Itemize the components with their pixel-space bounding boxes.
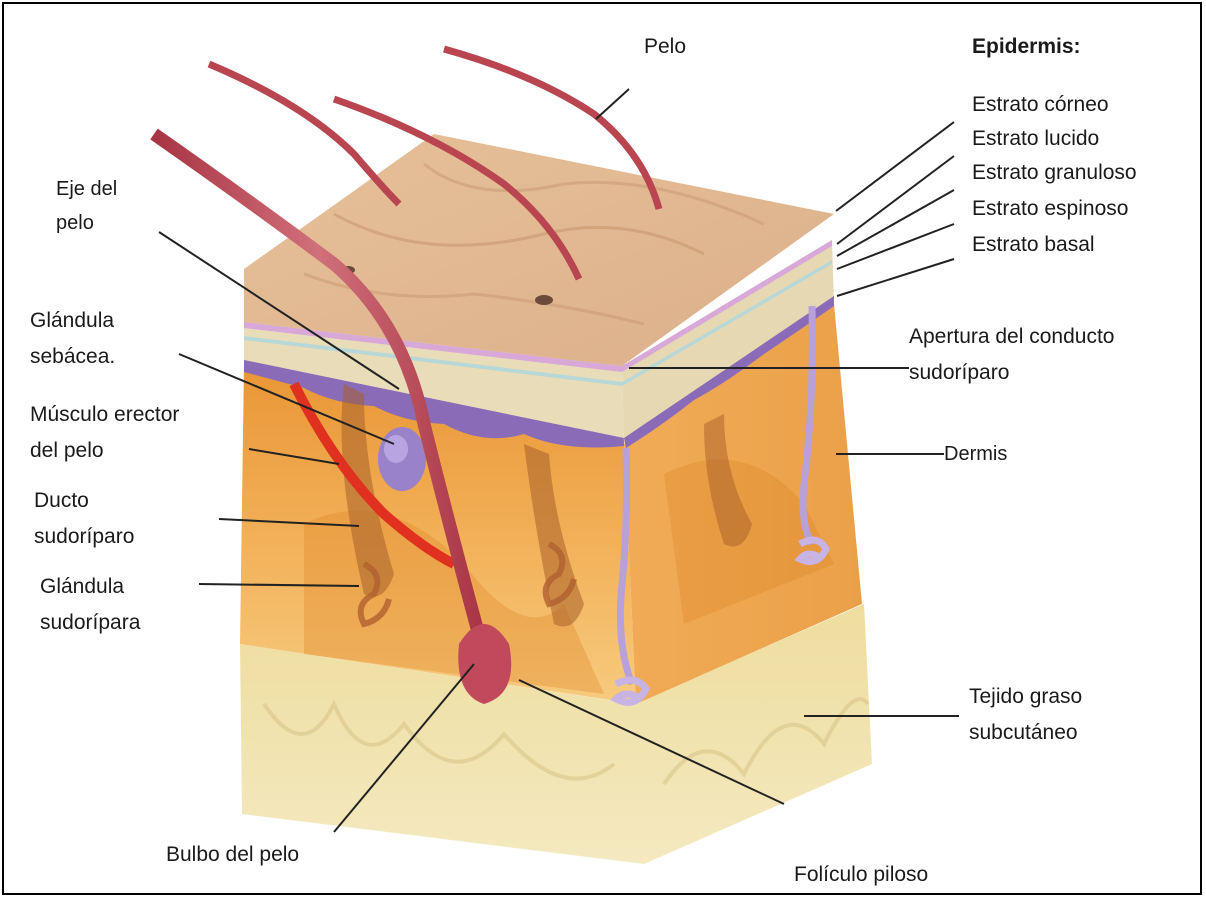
label-ducto-sudoriparo-line2: sudoríparo (34, 524, 134, 550)
label-estrato-granuloso: Estrato granuloso (972, 160, 1137, 186)
label-apertura-conducto-line1: Apertura del conducto (909, 324, 1114, 350)
label-estrato-lucido: Estrato lucido (972, 126, 1099, 152)
label-tejido-graso-line2: subcutáneo (969, 720, 1078, 746)
label-apertura-conducto-line2: sudoríparo (909, 360, 1009, 386)
label-foliculo-piloso: Folículo piloso (794, 862, 928, 888)
label-glandula-sebacea-line1: Glándula (30, 308, 114, 334)
label-estrato-espinoso: Estrato espinoso (972, 196, 1128, 222)
label-estrato-corneo: Estrato córneo (972, 92, 1109, 118)
label-eje-del-pelo-line2: pelo (56, 210, 94, 236)
label-ducto-sudoriparo-line1: Ducto (34, 488, 89, 514)
label-eje-del-pelo-line1: Eje del (56, 176, 117, 202)
label-tejido-graso-line1: Tejido graso (969, 684, 1082, 710)
label-dermis: Dermis (944, 441, 1007, 467)
label-epidermis-title: Epidermis: (972, 34, 1081, 60)
label-musculo-erector-line2: del pelo (30, 438, 104, 464)
label-glandula-sebacea-line2: sebácea. (30, 344, 115, 370)
label-musculo-erector-line1: Músculo erector (30, 402, 179, 428)
label-pelo: Pelo (644, 34, 686, 60)
label-bulbo-del-pelo: Bulbo del pelo (166, 842, 299, 868)
label-glandula-sudoripara-line1: Glándula (40, 574, 124, 600)
label-glandula-sudoripara-line2: sudorípara (40, 610, 140, 636)
label-estrato-basal: Estrato basal (972, 232, 1095, 258)
